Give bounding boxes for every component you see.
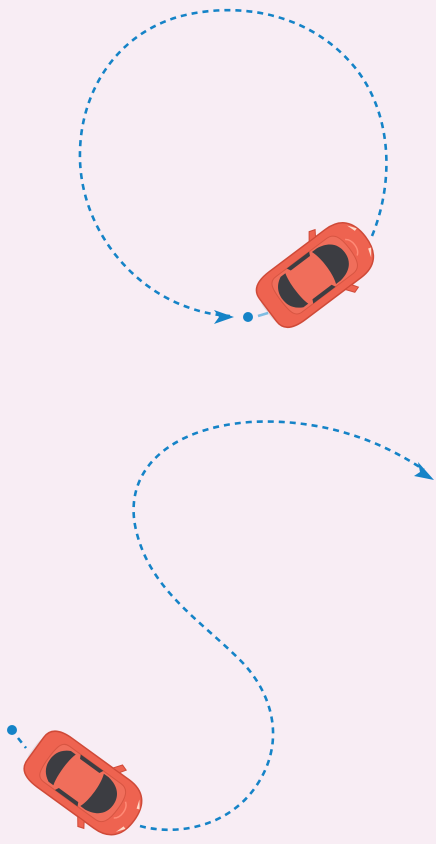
s-curve-start-dot	[7, 725, 17, 735]
loop-trail	[258, 313, 268, 316]
loop-route	[80, 10, 388, 341]
loop-start-dot	[243, 312, 253, 322]
loop-car-icon	[244, 206, 389, 341]
s-curve-path	[134, 422, 424, 830]
s-curve-trail	[18, 738, 26, 748]
loop-arrowhead	[214, 310, 234, 324]
s-curve-car-icon	[12, 717, 157, 844]
s-curve-route	[7, 422, 434, 844]
